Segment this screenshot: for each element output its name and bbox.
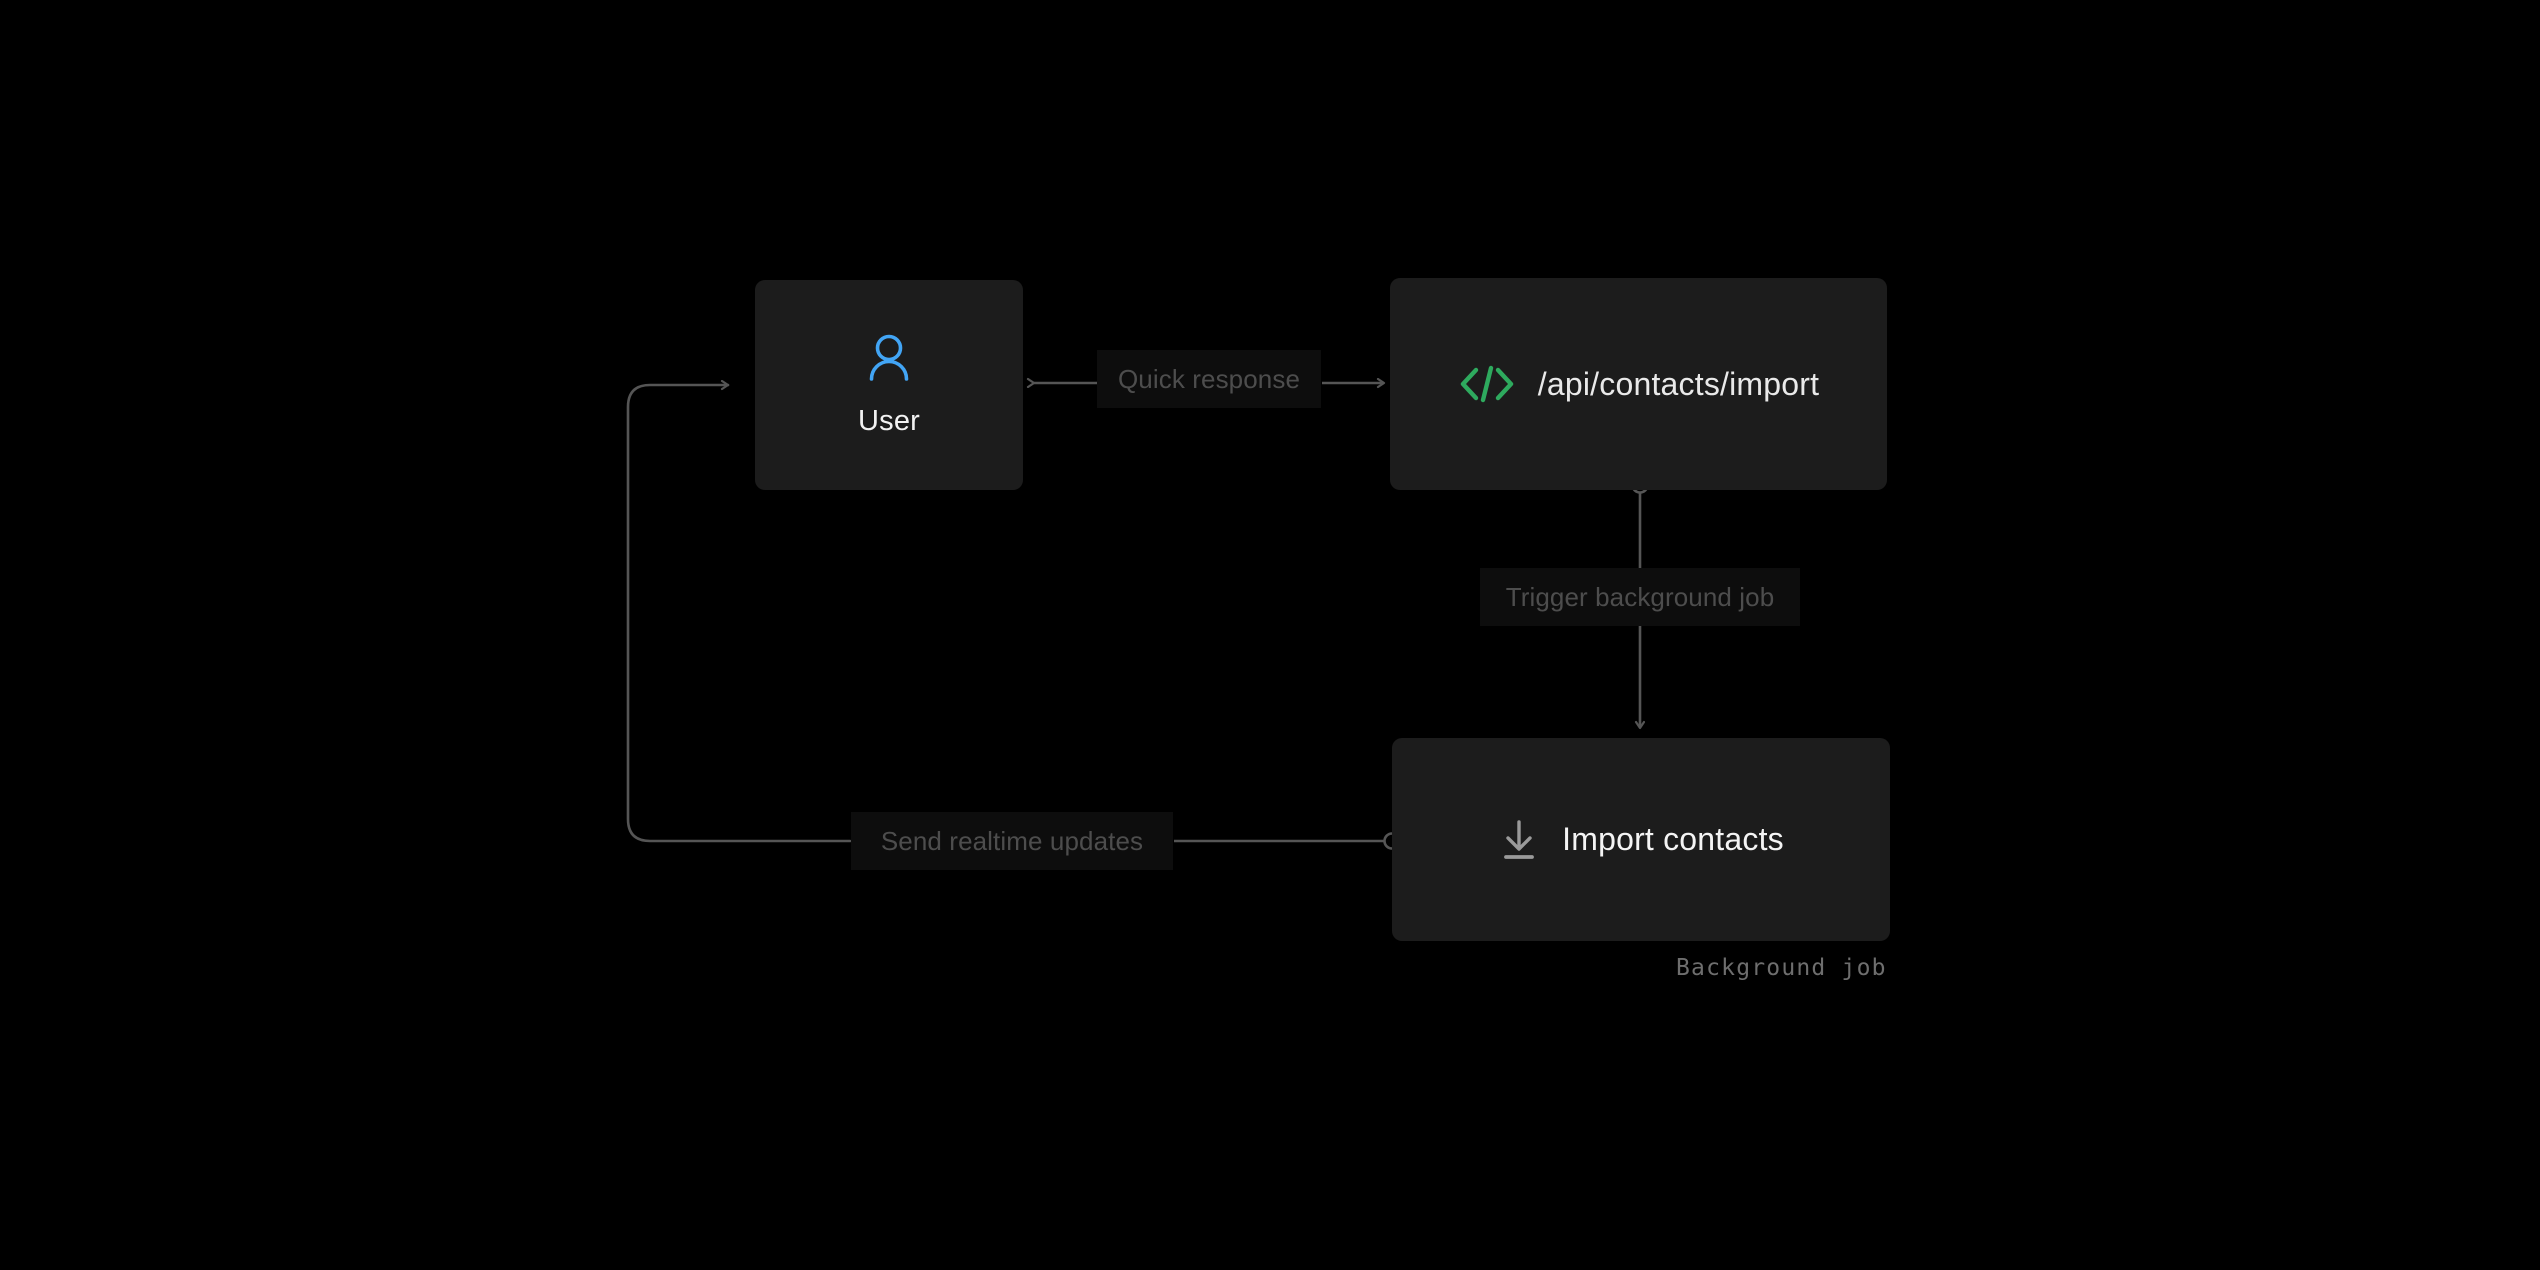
edge-realtime-feedback-loop bbox=[626, 385, 852, 843]
background-job-caption: Background job bbox=[1676, 955, 1887, 981]
edge-label-trigger-background-job: Trigger background job bbox=[1480, 568, 1800, 626]
node-user[interactable]: User bbox=[755, 280, 1023, 490]
download-icon bbox=[1498, 818, 1540, 862]
user-icon bbox=[866, 333, 912, 383]
node-api-endpoint-label: /api/contacts/import bbox=[1537, 365, 1820, 402]
node-import-contacts[interactable]: Import contacts bbox=[1392, 738, 1890, 941]
node-import-contacts-label: Import contacts bbox=[1562, 821, 1784, 857]
edge-label-send-realtime-updates: Send realtime updates bbox=[851, 812, 1173, 870]
code-icon bbox=[1458, 363, 1516, 405]
node-api-endpoint[interactable]: /api/contacts/import bbox=[1390, 278, 1887, 490]
edge-label-quick-response: Quick response bbox=[1097, 350, 1321, 408]
node-user-label: User bbox=[857, 404, 921, 437]
